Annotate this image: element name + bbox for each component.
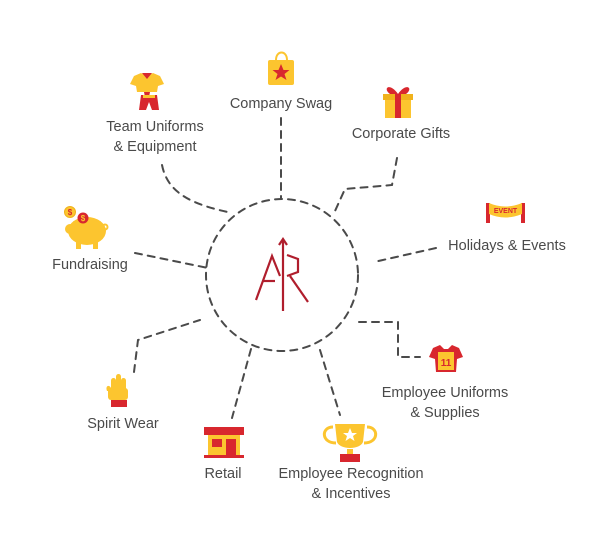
label-employee-recognition: Employee Recognition & Incentives [266,464,436,504]
connector-corporate-gifts [334,157,398,212]
label-line: Company Swag [229,96,333,112]
label-fundraising: Fundraising [30,255,150,275]
connector-holidays-events [373,247,437,263]
label-line: Holidays & Events [448,238,566,254]
label-line: Employee Uniforms [381,385,509,401]
label-holidays-events: Holidays & Events [437,236,577,256]
label-line: Fundraising [52,257,128,273]
label-corporate-gifts: Corporate Gifts [336,124,466,144]
numbered-jersey-icon: 11 [429,345,463,372]
shopping-bag-star-icon [268,51,294,85]
gift-box-icon [383,87,413,118]
event-banner-text: EVENT [494,208,518,215]
event-banner-icon: EVENT [486,203,525,223]
label-line: & Incentives [311,486,391,502]
ar-logo-icon [254,237,309,311]
coin-symbol: $ [68,208,73,217]
label-line: Employee Recognition [278,466,424,482]
connector-team-uniforms [161,164,233,214]
connector-spirit-wear [133,319,201,373]
label-line: Corporate Gifts [351,126,451,142]
label-line: Spirit Wear [87,416,159,432]
piggy-bank-icon: $ $ [64,206,109,249]
trophy-icon [322,424,378,462]
label-team-uniforms: Team Uniforms & Equipment [90,117,220,157]
label-line: Retail [204,466,242,482]
label-retail: Retail [188,464,258,484]
label-spirit-wear: Spirit Wear [68,414,178,434]
label-employee-uniforms: Employee Uniforms & Supplies [370,383,520,423]
connector-retail [231,348,252,419]
storefront-icon [204,427,244,458]
jersey-number: 11 [441,358,452,369]
jersey-and-shorts-icon [130,73,164,110]
label-line: & Equipment [113,139,197,155]
connector-fundraising [134,252,209,269]
label-line: & Supplies [410,405,480,421]
foam-hand-icon [106,374,128,407]
label-company-swag: Company Swag [216,94,346,114]
label-line: Team Uniforms [106,119,204,135]
coin-symbol: $ [81,214,86,223]
center-ring [205,198,359,352]
connector-employee-recognition [319,349,341,416]
connector-employee-uniforms [358,321,421,358]
